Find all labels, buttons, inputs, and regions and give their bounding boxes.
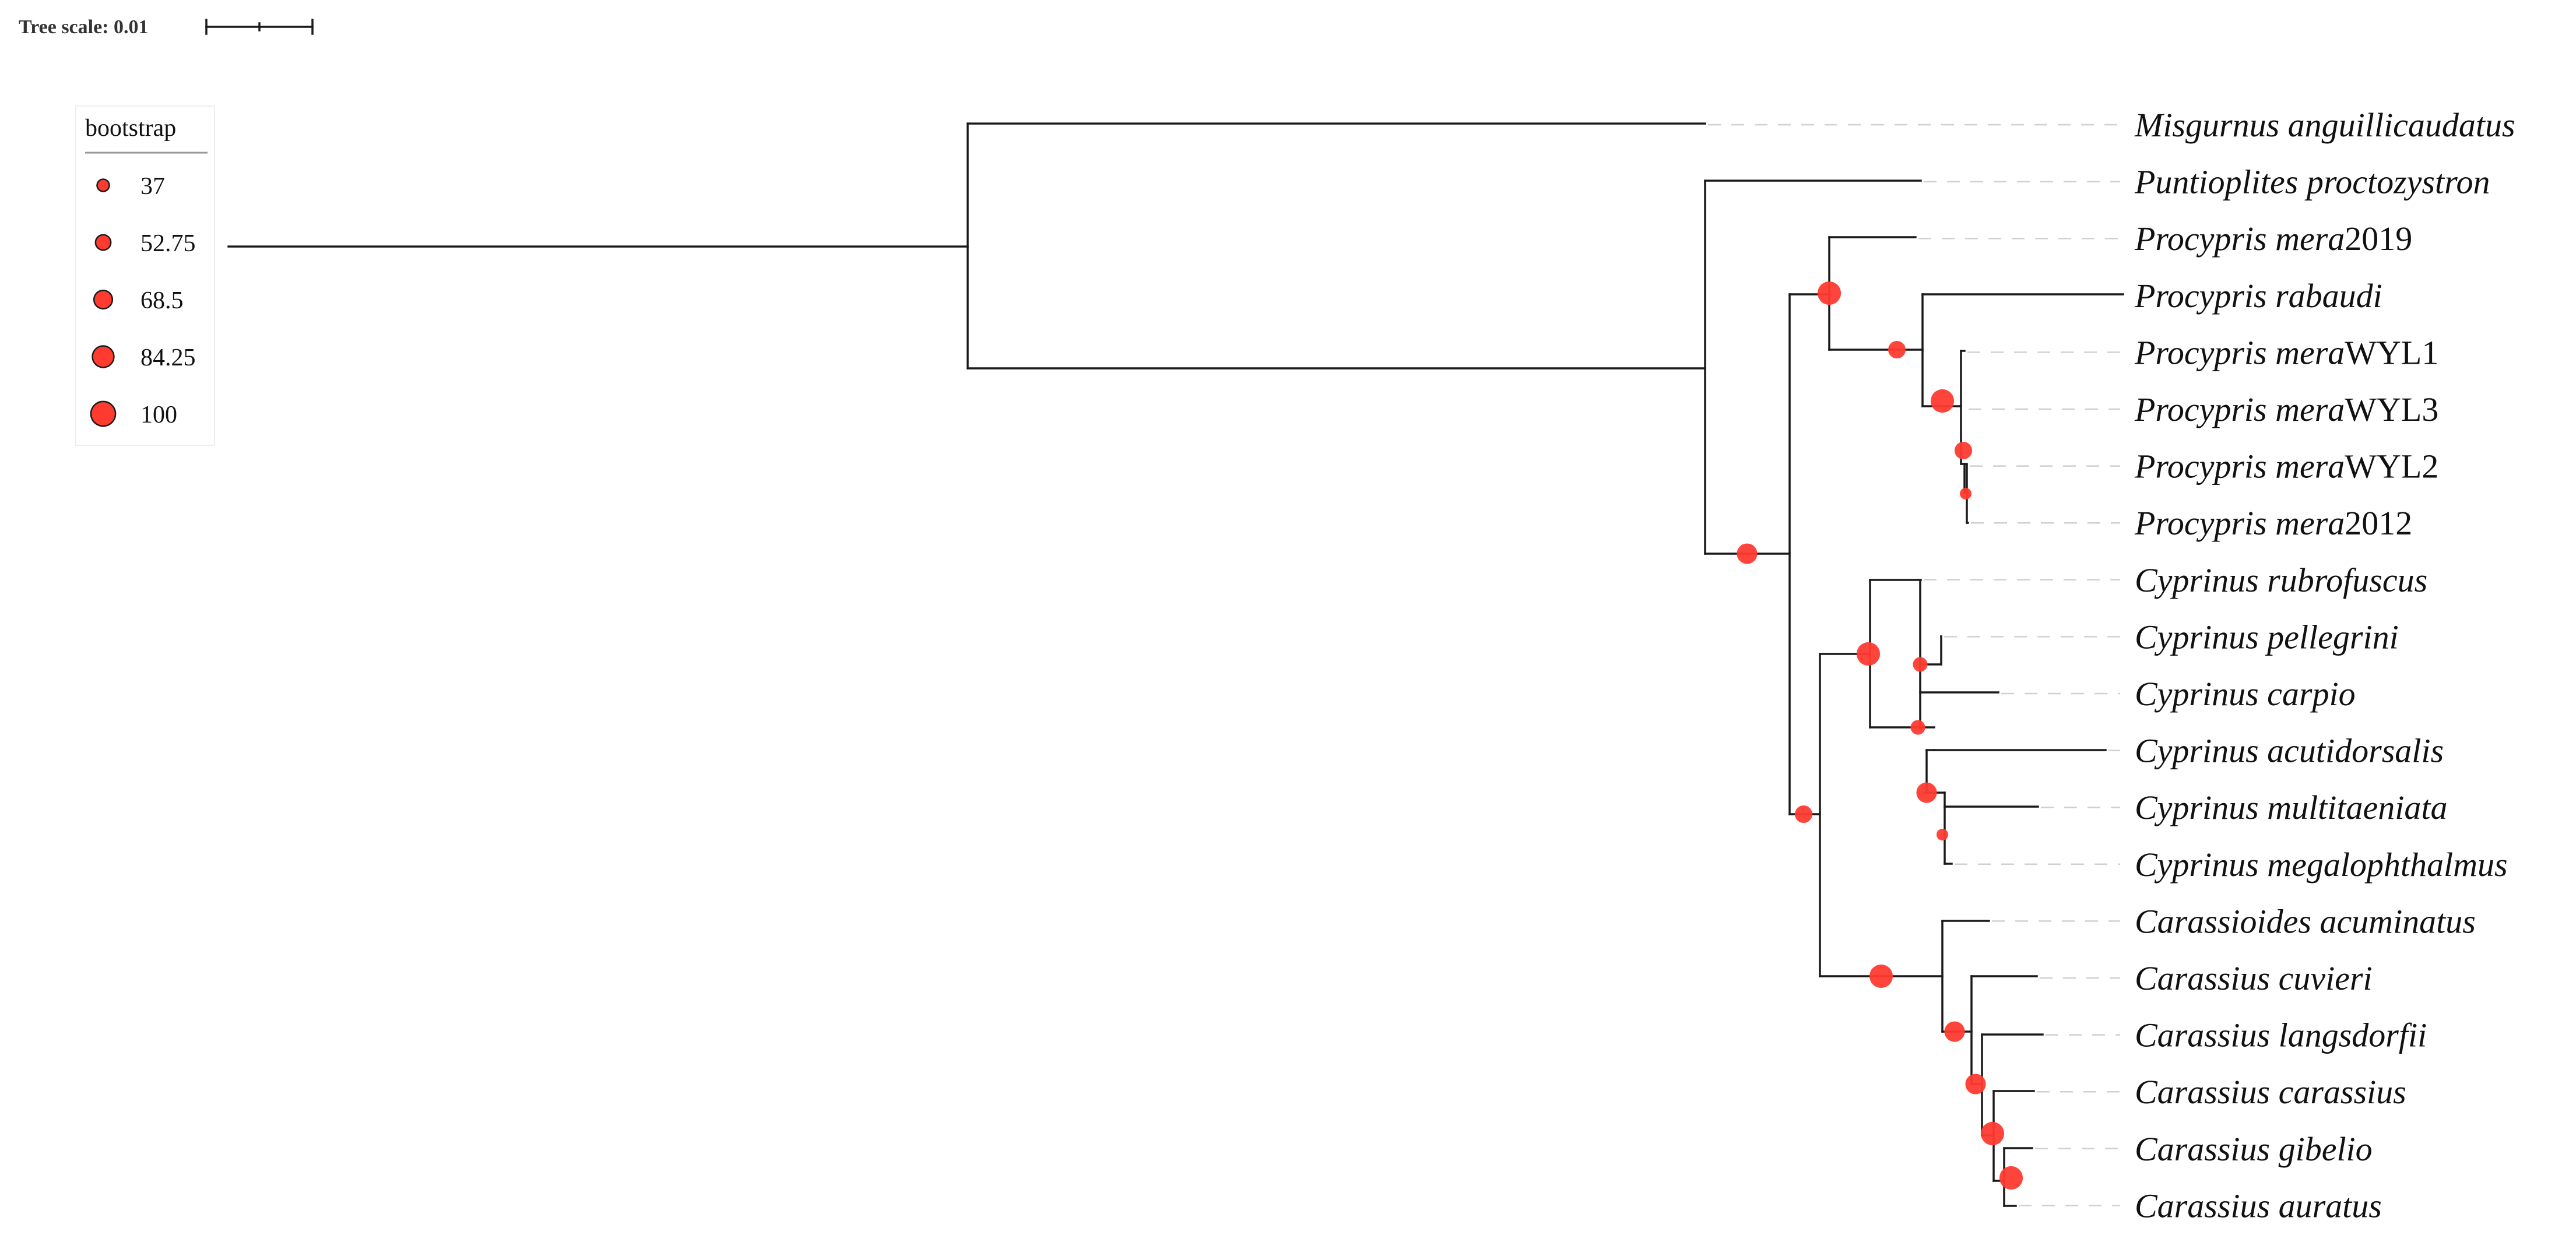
- leaf-label: Carassius cuvieri: [2135, 959, 2373, 997]
- taxon-binomial: Cyprinus multitaeniata: [2135, 789, 2448, 826]
- taxon-binomial: Misgurnus anguillicaudatus: [2134, 106, 2515, 144]
- legend-dot: [94, 234, 112, 251]
- bootstrap-node: [1965, 1074, 1986, 1095]
- legend-label: 37: [140, 173, 165, 200]
- bootstrap-node: [1794, 805, 1813, 824]
- legend-label: 84.25: [140, 344, 196, 371]
- tree-scale: Tree scale: 0.01: [19, 16, 314, 38]
- leaf-label: Cyprinus rubrofuscus: [2135, 561, 2427, 599]
- leaf-label: Cyprinus acutidorsalis: [2135, 732, 2444, 770]
- bootstrap-node: [1937, 829, 1948, 840]
- bootstrap-node: [1960, 488, 1971, 499]
- bootstrap-node: [1930, 389, 1955, 413]
- bootstrap-node: [1944, 1021, 1965, 1042]
- bootstrap-node: [1910, 720, 1925, 735]
- bootstrap-node: [1817, 281, 1841, 305]
- bootstrap-node: [1954, 441, 1973, 460]
- legend-dot: [90, 400, 117, 427]
- bootstrap-node: [1737, 543, 1758, 564]
- taxon-binomial: Puntioplites proctozystron: [2134, 163, 2490, 201]
- taxon-binomial: Carassius langsdorfii: [2135, 1016, 2427, 1054]
- bootstrap-node: [1913, 657, 1928, 672]
- legend-label: 100: [140, 402, 177, 428]
- taxon-binomial: Carassioides acuminatus: [2135, 902, 2476, 940]
- taxon-suffix: WYL1: [2345, 333, 2438, 371]
- leaf-label: Carassius gibelio: [2135, 1130, 2373, 1168]
- taxon-binomial: Carassius gibelio: [2135, 1130, 2373, 1168]
- leaf-guide-lines: [1708, 124, 2120, 1206]
- leaf-label: Procypris rabaudi: [2134, 277, 2382, 315]
- taxon-binomial: Cyprinus megalophthalmus: [2135, 846, 2508, 884]
- leaf-label: Cyprinus megalophthalmus: [2135, 846, 2508, 884]
- bootstrap-node: [1869, 964, 1893, 988]
- taxon-binomial: Cyprinus carpio: [2135, 675, 2356, 713]
- taxon-binomial: Procypris mera: [2134, 333, 2345, 371]
- leaf-label: Carassius langsdorfii: [2135, 1016, 2427, 1054]
- taxon-binomial: Procypris mera: [2134, 220, 2345, 258]
- bootstrap-node: [1888, 340, 1906, 359]
- leaf-label: Cyprinus pellegrini: [2135, 618, 2399, 656]
- legend-title: bootstrap: [85, 115, 176, 142]
- taxon-binomial: Cyprinus acutidorsalis: [2135, 732, 2444, 770]
- leaf-label: Puntioplites proctozystron: [2134, 163, 2490, 201]
- leaf-label: Procypris meraWYL1: [2134, 333, 2438, 371]
- taxon-suffix: WYL3: [2345, 390, 2438, 428]
- leaf-label: Procypris meraWYL3: [2134, 390, 2438, 428]
- taxon-binomial: Procypris mera: [2134, 504, 2345, 542]
- legend-label: 52.75: [140, 230, 196, 257]
- leaf-label: Procypris meraWYL2: [2134, 448, 2438, 485]
- bootstrap-node: [1916, 782, 1937, 803]
- taxon-binomial: Procypris mera: [2134, 448, 2345, 485]
- taxon-binomial: Carassius cuvieri: [2135, 959, 2373, 997]
- legend-dot: [93, 289, 114, 310]
- leaf-label: Misgurnus anguillicaudatus: [2134, 106, 2515, 144]
- taxon-binomial: Procypris mera: [2134, 390, 2345, 428]
- taxon-binomial: Carassius auratus: [2135, 1187, 2382, 1225]
- taxon-binomial: Cyprinus pellegrini: [2135, 618, 2399, 656]
- bootstrap-nodes: [1737, 281, 2023, 1190]
- taxon-binomial: Cyprinus rubrofuscus: [2135, 561, 2427, 599]
- leaf-label: Procypris mera2012: [2134, 504, 2412, 542]
- taxon-suffix: 2019: [2345, 220, 2412, 258]
- legend-label: 68.5: [140, 287, 184, 314]
- bootstrap-node: [1980, 1121, 2005, 1146]
- leaf-label: Procypris mera2019: [2134, 220, 2412, 258]
- taxon-suffix: 2012: [2345, 504, 2412, 542]
- taxon-binomial: Procypris rabaudi: [2134, 277, 2382, 315]
- taxon-suffix: WYL2: [2345, 448, 2438, 485]
- legend-dot: [92, 345, 115, 368]
- legend-box: [75, 105, 215, 446]
- leaf-label: Carassioides acuminatus: [2135, 902, 2476, 940]
- leaf-label: Cyprinus carpio: [2135, 675, 2356, 713]
- bootstrap-legend: bootstrap 37 52.75 68.5 84.25 100: [75, 105, 215, 446]
- tree-branches: [227, 122, 2124, 1207]
- leaf-label: Carassius auratus: [2135, 1187, 2382, 1225]
- leaf-label: Carassius carassius: [2135, 1073, 2406, 1111]
- leaf-label: Cyprinus multitaeniata: [2135, 789, 2448, 826]
- taxon-binomial: Carassius carassius: [2135, 1073, 2406, 1111]
- legend-dot: [96, 178, 110, 192]
- bootstrap-node: [1999, 1166, 2023, 1190]
- tree-scale-label: Tree scale: 0.01: [19, 16, 149, 38]
- bootstrap-node: [1856, 642, 1881, 666]
